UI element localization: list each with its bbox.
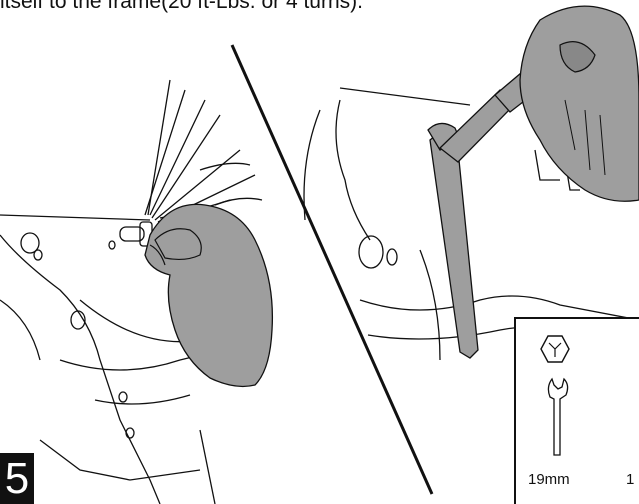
second-wrench-icon — [634, 397, 639, 437]
left-hand-shape — [144, 203, 274, 388]
wrench-shape — [429, 127, 479, 359]
wrench-size-label: 19mm — [528, 471, 570, 488]
wrench-icon — [547, 377, 569, 456]
second-wrench-size-label: 1 — [626, 471, 635, 488]
hex-bolt-icon — [540, 335, 570, 363]
instruction-text: itself to the frame(20 ft-Lbs. or 4 turn… — [0, 0, 363, 13]
panel-divider — [230, 44, 434, 495]
right-hand-shape — [519, 5, 639, 202]
step-number-badge: 5 — [0, 453, 34, 504]
tools-required-box: 19mm 1 — [514, 317, 639, 504]
